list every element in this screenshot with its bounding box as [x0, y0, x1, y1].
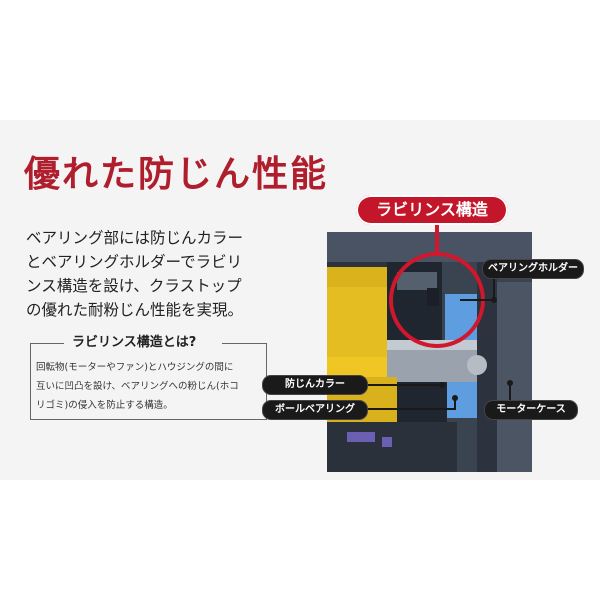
labyrinth-badge: ラビリンス構造	[356, 195, 508, 225]
lower-blue-bearing	[447, 382, 477, 418]
yellow-rotor	[327, 287, 397, 327]
headline: 優れた防じん性能	[24, 154, 329, 195]
description-line: の優れた耐粉じん性能を実現。	[26, 301, 244, 319]
definition-line: リゴミ)の侵入を防止する構造。	[36, 400, 173, 411]
upper-blue-collar	[445, 294, 477, 342]
motor-case-label: モーターケース	[484, 400, 578, 420]
ball-bearing-label: ボールベアリング	[262, 400, 368, 420]
description-line: とベアリングホルダーでラビリ	[26, 253, 243, 271]
definition-title: ラビリンス構造とは?	[66, 331, 203, 350]
description-line: ンス構造を設け、クラストップ	[26, 277, 242, 295]
labyrinth-notch	[427, 288, 439, 306]
shaft-end	[467, 355, 487, 375]
purple-detail	[382, 437, 392, 447]
dust-collar-label: 防じんカラー	[262, 375, 368, 395]
definition-line: 回転物(モーターやファン)とハウジングの間に	[36, 362, 234, 373]
definition-box-top-right-border	[222, 343, 266, 344]
yellow-band-lower	[327, 357, 387, 377]
yellow-band	[327, 327, 387, 357]
upper-yellow-part	[327, 267, 397, 287]
bearing-holder-label: ベアリングホルダー	[482, 259, 584, 279]
definition-box-top-left-border	[30, 343, 64, 344]
purple-detail	[347, 432, 375, 442]
definition-text: 回転物(モーターやファン)とハウジングの間に 互いに凹凸を設け、ベアリングへの粉…	[36, 358, 266, 415]
description-line: ベアリング部には防じんカラー	[26, 229, 244, 247]
top-housing	[327, 232, 532, 262]
motor-case-wall	[497, 282, 532, 472]
labyrinth-step	[397, 272, 437, 290]
description: ベアリング部には防じんカラー とベアリングホルダーでラビリ ンス構造を設け、クラ…	[26, 226, 276, 322]
definition-line: 互いに凹凸を設け、ベアリングへの粉じん(ホコ	[36, 381, 239, 392]
shaft-highlight	[387, 340, 477, 350]
